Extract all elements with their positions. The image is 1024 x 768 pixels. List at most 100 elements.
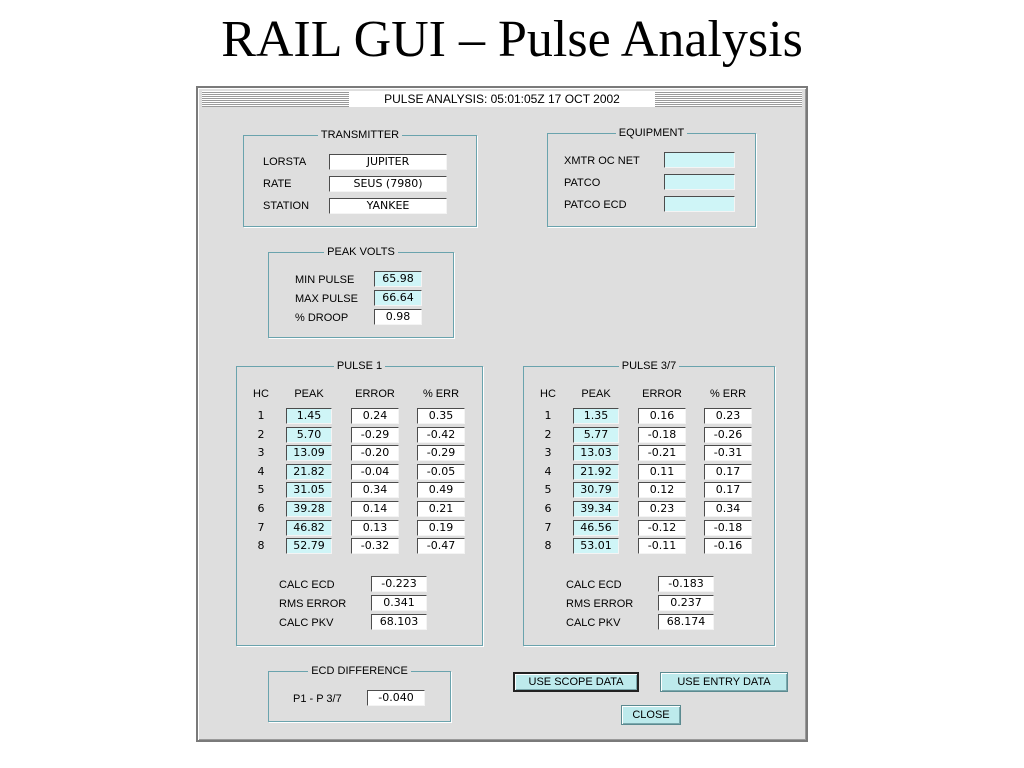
error-field[interactable]: -0.11: [638, 538, 686, 555]
err-percent-field[interactable]: 0.19: [417, 519, 465, 536]
err-percent-field[interactable]: -0.26: [704, 426, 752, 443]
error-field[interactable]: -0.18: [638, 426, 686, 443]
err-percent-field[interactable]: -0.29: [417, 445, 465, 462]
max-pulse-field[interactable]: 66.64: [374, 290, 422, 306]
rate-label: RATE: [263, 178, 292, 190]
hc-number: 2: [257, 427, 265, 441]
station-label: STATION: [263, 200, 310, 212]
hc-number: 6: [544, 502, 552, 515]
transmitter-group: TRANSMITTER LORSTA JUPITER RATE SEUS (79…: [243, 129, 477, 227]
peak-field[interactable]: 1.45: [286, 408, 332, 424]
calc-ecd-field[interactable]: -0.223: [371, 576, 427, 592]
patco-field[interactable]: [664, 174, 735, 190]
hc-number: 4: [544, 464, 552, 478]
error-field[interactable]: -0.29: [351, 426, 399, 443]
hc-column-header: HC: [540, 388, 556, 400]
equipment-group-title: EQUIPMENT: [615, 127, 688, 139]
hc-column-header: HC: [253, 388, 269, 400]
peak-field[interactable]: 5.70: [286, 426, 332, 443]
error-field[interactable]: -0.21: [638, 445, 686, 462]
err-percent-field[interactable]: -0.05: [417, 463, 465, 480]
rms-error-label: RMS ERROR: [566, 598, 634, 610]
peak-field[interactable]: 46.82: [286, 519, 332, 536]
error-field[interactable]: -0.20: [351, 445, 399, 462]
patco-label: PATCO: [564, 177, 601, 189]
error-field[interactable]: 0.13: [351, 519, 399, 536]
err-percent-field[interactable]: 0.49: [417, 482, 465, 499]
peak-field[interactable]: 21.82: [286, 463, 332, 480]
err-percent-column-header: % ERR: [422, 388, 460, 400]
max-pulse-label: MAX PULSE: [295, 293, 358, 305]
error-field[interactable]: 0.12: [638, 482, 686, 499]
window-title: PULSE ANALYSIS: 05:01:05Z 17 OCT 2002: [349, 91, 655, 107]
min-pulse-label: MIN PULSE: [295, 274, 355, 286]
hc-number: 5: [257, 483, 265, 497]
err-percent-column-header: % ERR: [709, 388, 747, 400]
peak-field[interactable]: 53.01: [573, 538, 619, 555]
err-percent-field[interactable]: 0.23: [704, 408, 752, 424]
lorsta-field[interactable]: JUPITER: [329, 154, 447, 170]
error-field[interactable]: 0.23: [638, 501, 686, 517]
droop-label: % DROOP: [295, 312, 349, 324]
peak-column-header: PEAK: [294, 388, 324, 400]
error-field[interactable]: -0.32: [351, 538, 399, 555]
rms-error-field[interactable]: 0.237: [658, 595, 714, 611]
slide-title: RAIL GUI – Pulse Analysis: [221, 11, 803, 68]
peak-field[interactable]: 46.56: [573, 519, 619, 536]
xmtr-oc-net-field[interactable]: [664, 152, 735, 168]
peak-field[interactable]: 39.28: [286, 501, 332, 517]
error-field[interactable]: 0.14: [351, 501, 399, 517]
use-entry-data-button[interactable]: USE ENTRY DATA: [660, 672, 788, 692]
err-percent-field[interactable]: 0.21: [417, 501, 465, 517]
err-percent-field[interactable]: -0.47: [417, 538, 465, 555]
err-percent-field[interactable]: 0.34: [704, 501, 752, 517]
error-field[interactable]: -0.04: [351, 463, 399, 480]
err-percent-field[interactable]: 0.17: [704, 463, 752, 480]
err-percent-field[interactable]: -0.42: [417, 426, 465, 443]
pulse-3-7-group-title: PULSE 3/7: [618, 360, 680, 372]
pulse-analysis-window: PULSE ANALYSIS: 05:01:05Z 17 OCT 2002 TR…: [196, 86, 808, 742]
transmitter-group-title: TRANSMITTER: [317, 129, 403, 141]
peak-field[interactable]: 30.79: [573, 482, 619, 499]
ecd-difference-group-title: ECD DIFFERENCE: [308, 665, 411, 677]
hc-number: 3: [257, 446, 265, 460]
peak-volts-group-title: PEAK VOLTS: [324, 246, 398, 258]
close-button[interactable]: CLOSE: [621, 705, 681, 725]
err-percent-field[interactable]: -0.18: [704, 519, 752, 536]
ecd-difference-field[interactable]: -0.040: [367, 690, 425, 706]
patco-ecd-field[interactable]: [664, 196, 735, 212]
err-percent-field[interactable]: 0.17: [704, 482, 752, 499]
min-pulse-field[interactable]: 65.98: [374, 271, 422, 287]
error-field[interactable]: 0.24: [351, 408, 399, 424]
hc-number: 8: [544, 539, 552, 553]
peak-field[interactable]: 21.92: [573, 463, 619, 480]
error-field[interactable]: 0.34: [351, 482, 399, 499]
calc-pkv-field[interactable]: 68.103: [371, 614, 427, 630]
peak-field[interactable]: 39.34: [573, 501, 619, 517]
rms-error-field[interactable]: 0.341: [371, 595, 427, 611]
peak-field[interactable]: 31.05: [286, 482, 332, 499]
err-percent-field[interactable]: 0.35: [417, 408, 465, 424]
peak-field[interactable]: 5.77: [573, 426, 619, 443]
peak-field[interactable]: 13.09: [286, 445, 332, 462]
error-field[interactable]: 0.16: [638, 408, 686, 424]
droop-field[interactable]: 0.98: [374, 309, 422, 325]
peak-field[interactable]: 1.35: [573, 408, 619, 424]
calc-ecd-label: CALC ECD: [279, 579, 335, 591]
calc-pkv-field[interactable]: 68.174: [658, 614, 714, 630]
hc-number: 8: [257, 539, 265, 553]
error-field[interactable]: -0.12: [638, 519, 686, 536]
station-field[interactable]: YANKEE: [329, 198, 447, 214]
calc-ecd-field[interactable]: -0.183: [658, 576, 714, 592]
use-scope-data-button[interactable]: USE SCOPE DATA: [513, 672, 639, 692]
err-percent-field[interactable]: -0.31: [704, 445, 752, 462]
pulse-3-7-group: PULSE 3/7 HC PEAK ERROR % ERR CALC ECD -…: [523, 360, 775, 646]
rate-field[interactable]: SEUS (7980): [329, 176, 447, 192]
peak-field[interactable]: 13.03: [573, 445, 619, 462]
peak-column-header: PEAK: [581, 388, 611, 400]
hc-number: 5: [544, 483, 552, 497]
window-titlebar[interactable]: PULSE ANALYSIS: 05:01:05Z 17 OCT 2002: [202, 91, 802, 107]
peak-field[interactable]: 52.79: [286, 538, 332, 555]
err-percent-field[interactable]: -0.16: [704, 538, 752, 555]
error-field[interactable]: 0.11: [638, 463, 686, 480]
